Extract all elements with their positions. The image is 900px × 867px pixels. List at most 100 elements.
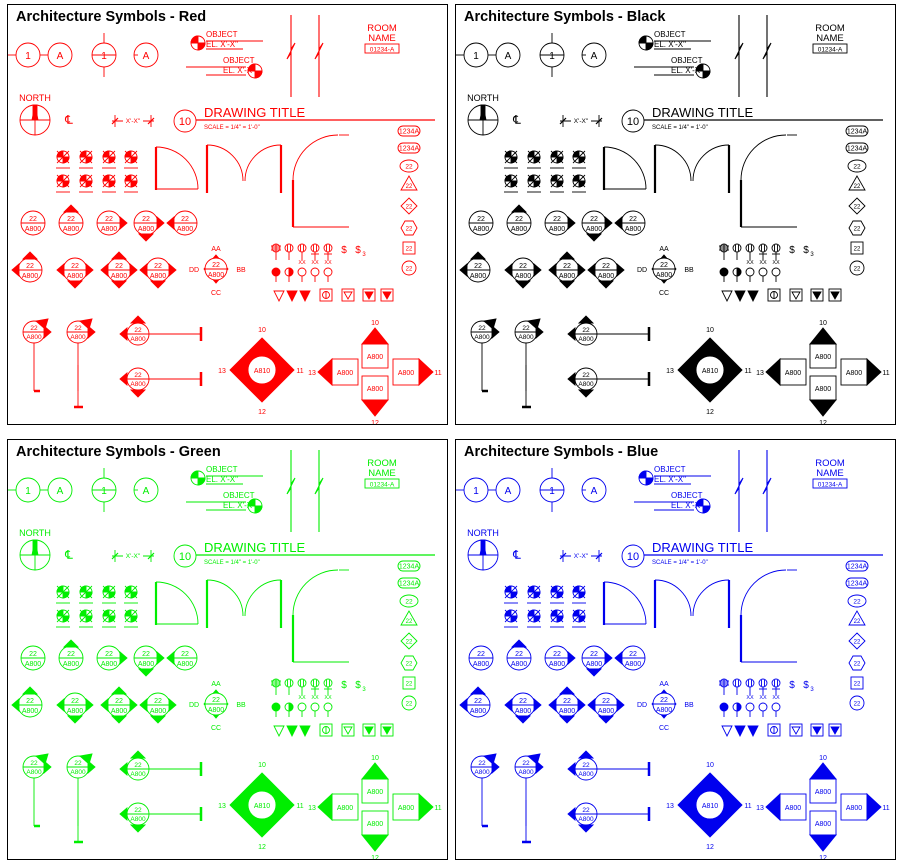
section-number: 22 <box>134 372 142 379</box>
elevation-arrow <box>317 792 333 822</box>
elevation-arrow <box>809 399 837 417</box>
dimension-label: X'-X" <box>574 553 589 560</box>
elevation-marker-fill <box>190 35 199 44</box>
line <box>56 585 70 599</box>
title-bubble-icon <box>173 109 197 133</box>
elevation-arrow <box>809 834 837 852</box>
section-arrow <box>166 651 175 665</box>
sheet-number: A800 <box>846 805 862 812</box>
line <box>102 585 116 599</box>
electrical-symbol-icon <box>771 678 781 688</box>
line <box>147 117 155 125</box>
room-label: ROOM <box>815 23 845 34</box>
line <box>124 585 138 599</box>
sheet-number: A800 <box>656 707 672 714</box>
tag-icon <box>848 610 866 626</box>
elevation-10: 10 <box>819 755 827 762</box>
elevation-10: 10 <box>258 327 266 334</box>
elevation-dd: DD <box>189 267 199 274</box>
title-bubble-icon <box>173 544 197 568</box>
section-arrow <box>156 651 165 665</box>
sheet-number: A800 <box>511 226 527 233</box>
north-arrow-fill <box>32 539 38 556</box>
break-line-icon <box>762 450 772 532</box>
section-number: 22 <box>154 263 162 270</box>
section-number: 22 <box>478 760 486 767</box>
section-arrow <box>587 698 596 712</box>
sheet-number: A800 <box>177 226 193 233</box>
tag-label: 22 <box>406 184 413 190</box>
sheet-number: A800 <box>815 821 831 828</box>
elevation-bb: BB <box>236 267 246 274</box>
section-arrow <box>526 753 541 765</box>
line <box>124 609 138 623</box>
elevation-label: EL. X'-X" <box>206 40 238 49</box>
section-number: 22 <box>582 327 590 334</box>
elevation-13: 13 <box>666 803 674 810</box>
tag-icon <box>845 560 869 572</box>
section-arrow <box>129 315 147 324</box>
elevation-arrow <box>866 792 882 822</box>
title-number: 10 <box>627 116 639 128</box>
tag-icon <box>845 142 869 154</box>
elevation-dd: DD <box>637 702 647 709</box>
line <box>111 552 119 560</box>
section-number: 22 <box>26 263 34 270</box>
sheet-number: A800 <box>578 816 594 823</box>
sheet-box <box>361 375 389 401</box>
sheet-number: A800 <box>130 336 146 343</box>
section-number: 22 <box>519 263 527 270</box>
line <box>550 174 564 188</box>
object-label: OBJECT <box>654 465 686 474</box>
device-icon <box>721 290 733 303</box>
xx-label: XX <box>311 260 319 266</box>
door-swing-icon <box>740 569 787 616</box>
grid-bubble-label: 1 <box>473 486 479 497</box>
room-number-box <box>812 478 848 489</box>
sheet-number: A800 <box>398 805 414 812</box>
room-label: ROOM <box>367 23 397 34</box>
electrical-symbol-icon <box>323 678 333 688</box>
section-arrow <box>137 668 155 677</box>
elevation-11: 11 <box>296 803 303 810</box>
device-icon <box>791 291 801 300</box>
elevation-marker-fill <box>197 477 206 486</box>
elevation-marker-fill <box>638 35 647 44</box>
sheet-box <box>809 778 837 804</box>
sheet-number: A810 <box>254 368 270 375</box>
elevation-12: 12 <box>258 409 266 416</box>
door-swing-icon <box>603 581 647 625</box>
sheet-number: A800 <box>474 334 490 341</box>
elevation-13: 13 <box>666 368 674 375</box>
electrical-symbol-icon <box>284 678 294 688</box>
tag-label: 1234A <box>847 129 868 136</box>
sheet-number: A800 <box>25 661 41 668</box>
elevation-marker-fill <box>702 70 711 79</box>
elevation-12: 12 <box>371 420 379 425</box>
xx-label: XX <box>298 260 306 266</box>
electrical-symbol-icon <box>297 267 307 277</box>
sheet-number: A800 <box>586 661 602 668</box>
xx-label: XX <box>746 260 754 266</box>
centerline-icon: ℄ <box>64 113 73 127</box>
tag-label: 22 <box>406 682 413 688</box>
switch-icon: $ <box>341 245 347 256</box>
tag-label: 22 <box>405 599 413 606</box>
section-number: 22 <box>142 216 150 223</box>
sheet-number: A800 <box>598 708 614 715</box>
line <box>550 609 564 623</box>
line <box>550 150 564 164</box>
elevation-cc: CC <box>659 725 669 732</box>
sheet-box <box>809 375 837 401</box>
xx-label: XX <box>324 260 332 266</box>
elevation-dd: DD <box>189 702 199 709</box>
section-number: 22 <box>74 325 82 332</box>
dimension-label: X'-X" <box>126 118 141 125</box>
elevation-11: 11 <box>882 370 889 377</box>
section-number: 22 <box>590 216 598 223</box>
room-number-label: 01234-A <box>818 47 843 54</box>
switch-sub: 3 <box>362 252 366 258</box>
grid-bubble-label: A <box>591 51 598 62</box>
elevation-11: 11 <box>744 368 751 375</box>
